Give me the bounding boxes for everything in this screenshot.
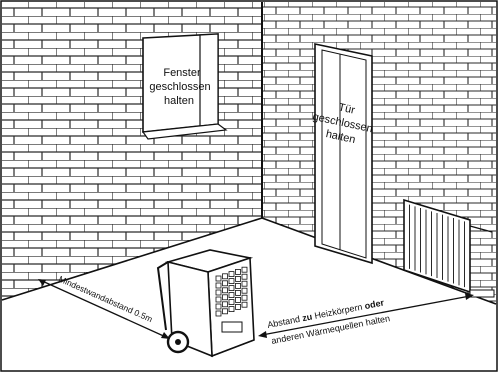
dehumidifier-unit: [158, 250, 254, 356]
window-label-line2: geschlossen: [149, 81, 210, 93]
window-label-line3: halten: [164, 95, 194, 107]
heat-label-bold: zu: [301, 311, 313, 323]
door: [315, 44, 372, 263]
window-label-line1: Fenster: [163, 67, 201, 79]
